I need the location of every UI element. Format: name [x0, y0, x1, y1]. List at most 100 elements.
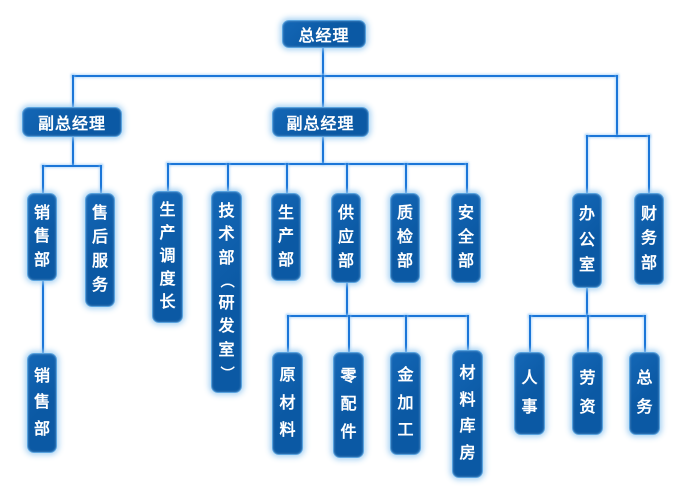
label-char: 质 [396, 205, 413, 222]
node-label: 副总经理 [286, 116, 355, 133]
label-char: 室 [218, 341, 235, 359]
node-label: 技术部（研发室） [212, 192, 241, 392]
label-char: 技 [218, 202, 235, 220]
label-char: 部 [33, 251, 50, 269]
label-char: 金 [397, 367, 414, 385]
node-deputy-gm-1: 副总经理 [22, 107, 122, 137]
label-char: 配 [340, 396, 357, 413]
node-after-sales-service: 售后服务 [85, 193, 115, 307]
connector-line [42, 165, 102, 167]
label-char: 应 [337, 229, 354, 246]
connector-line [322, 75, 324, 107]
connector-line [529, 315, 531, 352]
label-char: 总 [636, 369, 653, 387]
node-sales-dept-sub: 销售部 [27, 353, 57, 453]
connector-line [72, 75, 74, 107]
label-char: 服 [91, 253, 108, 270]
label-char: 料 [279, 421, 296, 439]
node-label: 生产调度长 [153, 192, 182, 322]
connector-line [227, 163, 229, 193]
connector-line [616, 75, 618, 137]
node-safety-dept: 安全部 [451, 193, 481, 283]
node-metal-processing: 金加工 [390, 352, 421, 455]
node-label: 劳资 [573, 353, 602, 434]
label-char: 资 [579, 399, 596, 417]
label-char: 劳 [579, 369, 596, 387]
connector-line [466, 163, 468, 193]
label-char: 长 [159, 294, 176, 311]
node-label: 总务 [630, 353, 659, 434]
connector-line [287, 315, 289, 352]
label-char: 原 [279, 367, 296, 385]
connector-line [286, 163, 288, 193]
label-char: 部 [33, 420, 50, 438]
node-label: 销售部 [28, 194, 56, 280]
connector-line [587, 315, 589, 352]
label-char: 部 [396, 253, 413, 270]
node-label: 总经理 [298, 28, 350, 45]
node-label: 原材料 [273, 353, 302, 454]
node-supply-dept: 供应部 [331, 193, 361, 283]
connector-line [72, 75, 618, 77]
label-char: 后 [91, 229, 108, 246]
label-char: 部 [457, 253, 474, 270]
label-char: 全 [457, 229, 474, 246]
connector-line [586, 288, 588, 316]
node-label: 材料库房 [453, 351, 482, 477]
node-label: 副总经理 [37, 116, 106, 133]
node-labor-wages: 劳资 [572, 352, 603, 435]
node-quality-inspection-dept: 质检部 [390, 193, 420, 283]
label-char: 售 [33, 228, 50, 245]
connector-line [42, 165, 44, 193]
label-char: 房 [459, 445, 476, 463]
label-char: 售 [33, 394, 50, 411]
label-char: 研 [218, 294, 235, 312]
connector-line [346, 163, 348, 193]
connector-line [322, 137, 324, 164]
label-char: 安 [457, 205, 474, 222]
label-char: ） [218, 366, 235, 381]
node-label: 人事 [515, 353, 544, 434]
node-deputy-gm-2: 副总经理 [272, 107, 369, 137]
node-sales-dept: 销售部 [27, 193, 57, 281]
label-char: 务 [640, 230, 657, 247]
label-char: 生 [159, 202, 176, 219]
node-production-dept: 生产部 [271, 193, 301, 281]
label-char: 务 [91, 277, 108, 294]
connector-line [586, 135, 588, 193]
connector-line [346, 283, 348, 316]
node-label: 安全部 [452, 194, 480, 282]
label-char: 零 [340, 368, 357, 385]
label-char: 销 [33, 367, 50, 385]
connector-line [72, 137, 74, 165]
label-char: 办 [578, 206, 595, 224]
node-general-affairs: 总务 [629, 352, 660, 435]
label-char: 度 [159, 271, 176, 288]
label-char: 供 [337, 205, 354, 222]
label-char: 室 [578, 256, 595, 274]
label-char: 部 [337, 253, 354, 270]
label-char: 公 [578, 231, 595, 249]
connector-line [348, 315, 350, 352]
label-char: 财 [640, 205, 657, 223]
node-raw-materials: 原材料 [272, 352, 303, 455]
label-char: 销 [33, 204, 50, 222]
label-char: 部 [640, 254, 657, 272]
node-office: 办公室 [572, 193, 602, 288]
label-char: 人 [521, 369, 538, 387]
label-char: 务 [636, 399, 653, 417]
label-char: 材 [459, 364, 476, 382]
connector-line [100, 165, 102, 193]
connector-line [42, 281, 44, 353]
connector-line [167, 163, 467, 165]
label-char: 工 [397, 421, 414, 439]
node-label: 供应部 [332, 194, 360, 282]
label-char: 产 [159, 225, 176, 242]
node-finance-dept: 财务部 [634, 193, 664, 285]
node-label: 质检部 [391, 194, 419, 282]
connector-line [586, 135, 650, 137]
node-label: 财务部 [635, 194, 663, 284]
node-label: 生产部 [272, 194, 300, 280]
connector-line [167, 163, 169, 193]
